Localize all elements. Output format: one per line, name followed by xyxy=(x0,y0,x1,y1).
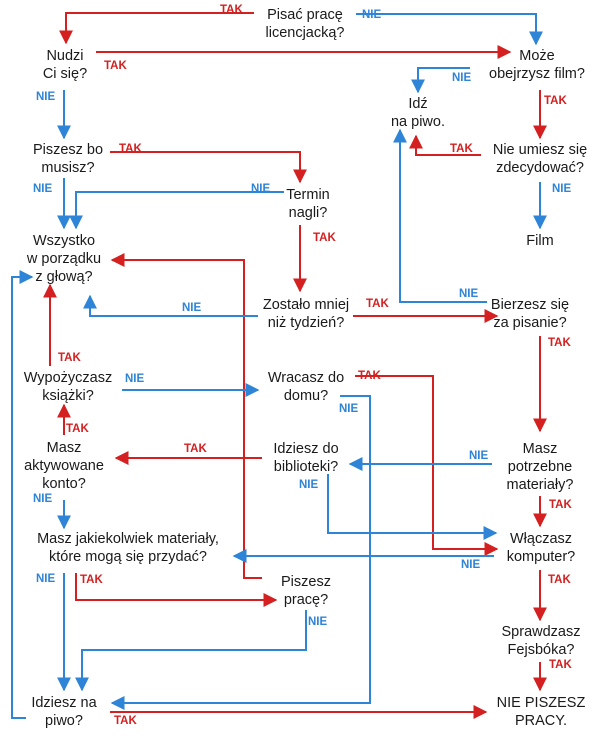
edge-wracasz-to-piwo xyxy=(110,395,371,710)
edge-nieumiesz-to-idz xyxy=(409,134,481,156)
edges xyxy=(11,12,547,719)
yes-label-0: TAK xyxy=(220,4,243,16)
yes-label-7: TAK xyxy=(548,337,571,349)
edge-pp-to-piwo xyxy=(75,610,307,692)
no-label-22: NIE xyxy=(552,183,572,195)
node-masz-jakiekolwiek: Masz jakiekolwiek materiały,które mogą s… xyxy=(37,531,219,565)
no-label-29: NIE xyxy=(33,493,53,505)
edge-pisac-to-nudzi xyxy=(59,12,254,45)
node-film: Film xyxy=(526,233,553,249)
yes-label-9: TAK xyxy=(358,370,381,382)
no-label-20: NIE xyxy=(33,183,53,195)
no-label-19: NIE xyxy=(36,91,56,103)
yes-label-14: TAK xyxy=(80,574,103,586)
edge-bierzesz-to-idz xyxy=(393,128,487,303)
no-label-23: NIE xyxy=(182,302,202,314)
edge-piszesz-to-termin xyxy=(110,151,307,184)
edge-wracasz-to-wlaczasz xyxy=(355,375,499,556)
no-label-21: NIE xyxy=(251,183,271,195)
edge-pisac-to-moze xyxy=(356,13,543,46)
edge-labels: TAK TAK TAK TAK TAK TAK TAK TAK TAK TAK TAK TAK TAK T… xyxy=(33,4,572,727)
no-label-26: NIE xyxy=(339,403,359,415)
edge-pp-to-wszystko xyxy=(110,253,262,579)
no-label-18: NIE xyxy=(452,72,472,84)
yes-label-1: TAK xyxy=(104,60,127,72)
no-label-17: NIE xyxy=(362,9,382,21)
no-label-25: NIE xyxy=(125,373,145,385)
no-label-32: NIE xyxy=(308,616,328,628)
yes-label-3: TAK xyxy=(450,143,473,155)
edge-loop-to-wszystko xyxy=(11,270,34,719)
edge-zostalo-to-wszystko xyxy=(83,294,258,317)
yes-label-15: TAK xyxy=(549,659,572,671)
no-label-27: NIE xyxy=(469,450,489,462)
edge-termin-to-wszystko xyxy=(69,191,284,230)
yes-label-11: TAK xyxy=(184,443,207,455)
no-label-28: NIE xyxy=(299,479,319,491)
yes-label-5: TAK xyxy=(313,232,336,244)
yes-label-13: TAK xyxy=(548,574,571,586)
edge-jakiek-to-pp xyxy=(75,573,278,607)
yes-label-16: TAK xyxy=(114,715,137,727)
yes-label-8: TAK xyxy=(58,352,81,364)
yes-label-6: TAK xyxy=(366,298,389,310)
yes-label-2: TAK xyxy=(544,95,567,107)
no-label-30: NIE xyxy=(461,559,481,571)
no-label-24: NIE xyxy=(459,288,479,300)
yes-label-10: TAK xyxy=(66,423,89,435)
yes-label-4: TAK xyxy=(119,143,142,155)
yes-label-12: TAK xyxy=(549,499,572,511)
edge-biblio-to-wlaczasz xyxy=(327,474,498,540)
no-label-31: NIE xyxy=(36,573,56,585)
edge-moze-to-idz xyxy=(411,67,470,94)
